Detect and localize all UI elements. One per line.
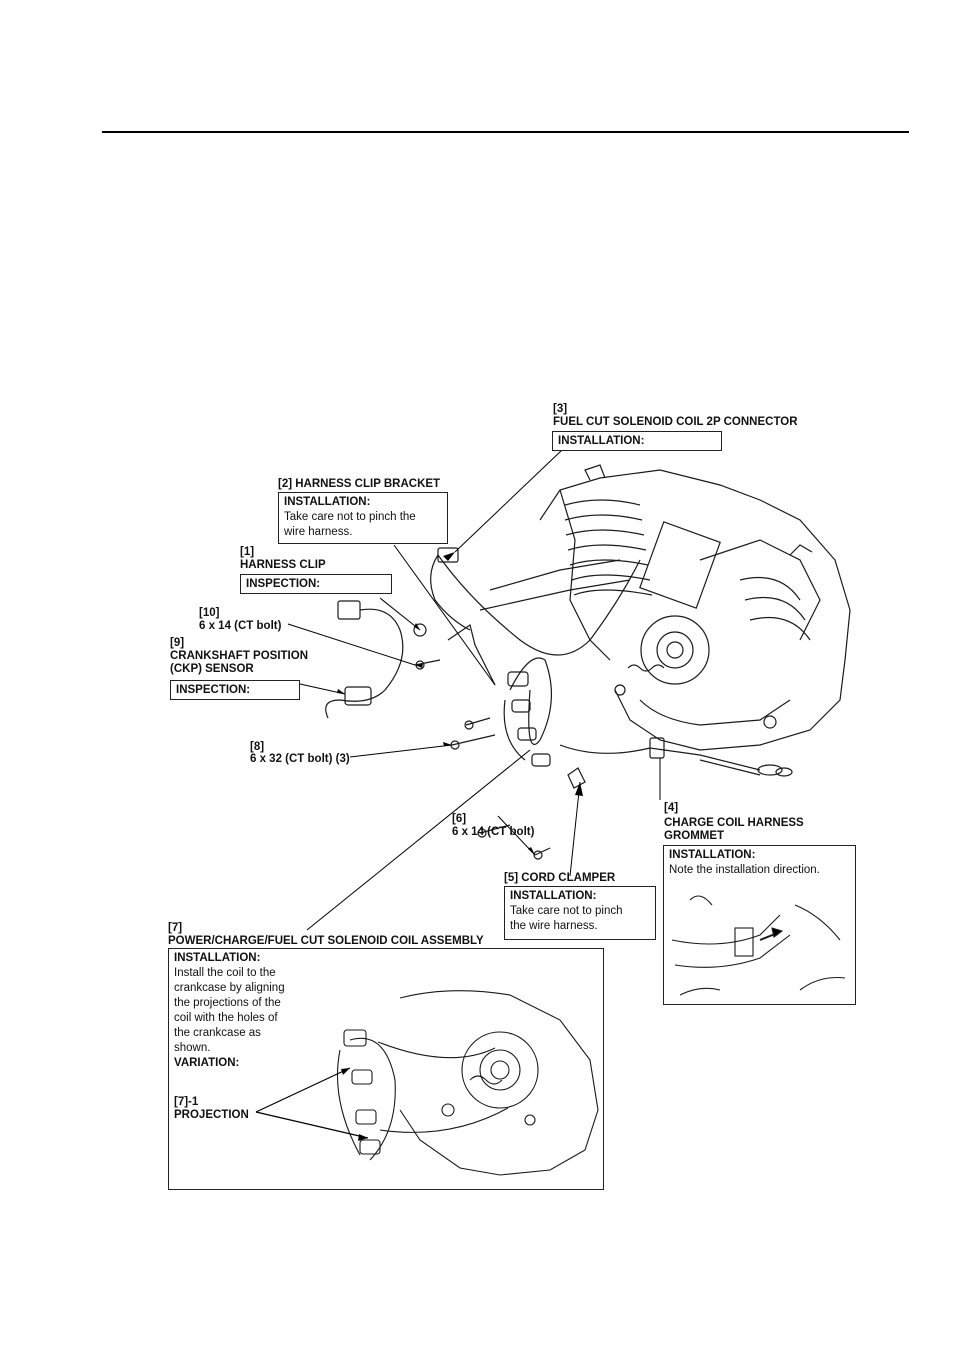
callout-2-name: [2] HARNESS CLIP BRACKET — [278, 478, 441, 490]
callout-7-line-5: the crankcase as — [174, 1027, 261, 1039]
stator-coil-assembly — [503, 657, 552, 767]
callout-2-box-text-2: wire harness. — [284, 526, 353, 538]
callout-5-box-text-2: the wire harness. — [510, 920, 598, 932]
callout-7-line-1: Install the coil to the — [174, 967, 276, 979]
callout-7-1-number: [7]-1 — [174, 1096, 199, 1108]
callout-2-box: INSTALLATION: Take care not to pinch the… — [278, 492, 448, 544]
callout-2-box-heading: INSTALLATION: — [284, 496, 371, 508]
callout-8-number: [8] — [250, 741, 265, 753]
callout-5-box-heading: INSTALLATION: — [510, 890, 597, 902]
callout-7-line-4: coil with the holes of — [174, 1012, 278, 1024]
callout-7-box: INSTALLATION: Install the coil to the cr… — [168, 948, 604, 1190]
callout-6-name: 6 x 14 (CT bolt) — [452, 826, 535, 838]
callout-10-number: [10] — [199, 607, 220, 619]
callout-9-name-1: CRANKSHAFT POSITION — [170, 650, 308, 662]
callout-4-name-2: GROMMET — [664, 830, 725, 842]
callout-6-number: [6] — [452, 813, 467, 825]
callout-1-box-heading: INSPECTION: — [246, 578, 321, 590]
callout-7-variation: VARIATION: — [174, 1057, 240, 1069]
callout-3-box-heading: INSTALLATION: — [558, 435, 645, 447]
callout-7-line-2: crankcase by aligning — [174, 982, 285, 994]
callout-1-box: INSPECTION: — [240, 574, 392, 594]
callout-4-name-1: CHARGE COIL HARNESS — [664, 817, 804, 829]
callout-1-name: HARNESS CLIP — [240, 559, 326, 571]
callout-7-number: [7] — [168, 922, 183, 934]
callout-5-name: [5] CORD CLAMPER — [504, 872, 616, 884]
callout-10-name: 6 x 14 (CT bolt) — [199, 620, 282, 632]
callout-5-box: INSTALLATION: Take care not to pinch the… — [504, 886, 656, 940]
callout-3-number: [3] — [553, 403, 568, 415]
callout-3-box: INSTALLATION: — [552, 431, 722, 451]
callout-8-name: 6 x 32 (CT bolt) (3) — [250, 753, 350, 765]
callout-9-number: [9] — [170, 637, 185, 649]
callout-7-line-3: the projections of the — [174, 997, 281, 1009]
callout-9-box: INSPECTION: — [170, 680, 300, 700]
callout-4-box: INSTALLATION: Note the installation dire… — [663, 845, 856, 1005]
callout-9-box-heading: INSPECTION: — [176, 684, 251, 696]
engine-illustration — [539, 464, 851, 751]
callout-7-name: POWER/CHARGE/FUEL CUT SOLENOID COIL ASSE… — [168, 935, 484, 947]
callout-2-box-text-1: Take care not to pinch the — [284, 511, 416, 523]
callout-5-box-text-1: Take care not to pinch — [510, 905, 623, 917]
callout-4-box-heading: INSTALLATION: — [669, 849, 756, 861]
callout-7-box-heading: INSTALLATION: — [174, 952, 261, 964]
callout-3-name: FUEL CUT SOLENOID COIL 2P CONNECTOR — [553, 416, 798, 428]
callout-4-number: [4] — [664, 802, 679, 814]
callout-4-box-text: Note the installation direction. — [669, 864, 820, 876]
callout-7-1-name: PROJECTION — [174, 1109, 249, 1121]
header-rule — [102, 131, 909, 133]
callout-7-line-6: shown. — [174, 1042, 211, 1054]
callout-1-number: [1] — [240, 546, 255, 558]
callout-9-name-2: (CKP) SENSOR — [170, 663, 254, 675]
